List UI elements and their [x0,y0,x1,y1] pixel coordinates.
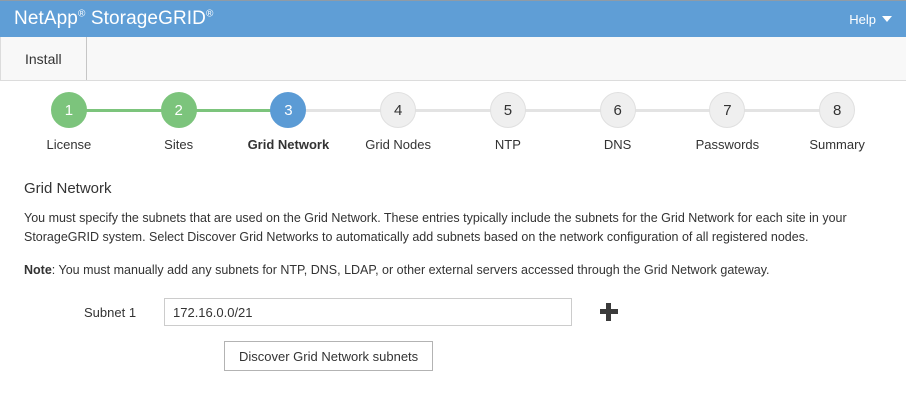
brand-product: StorageGRID [85,8,206,29]
step-connector-left [233,109,289,112]
brand-netapp: NetApp [14,8,78,29]
step-summary[interactable]: 8 Summary [782,92,892,152]
step-connector-left [453,109,508,112]
step-grid-network-label: Grid Network [247,137,330,152]
help-menu[interactable]: Help [849,12,906,27]
step-connector-right [398,109,453,112]
step-connector-right [178,109,234,112]
brand-netapp-registered: ® [77,8,86,20]
chevron-down-icon [882,16,892,22]
step-ntp[interactable]: 5 NTP [453,92,563,152]
step-connector-left [782,109,838,112]
tab-bar: Install [0,37,906,81]
step-sites-label: Sites [164,137,194,152]
step-grid-nodes-label: Grid Nodes [365,137,431,152]
step-connector-right [617,109,673,112]
page-title: Grid Network [24,180,112,197]
step-ntp-label: NTP [494,137,521,152]
step-dns-number: 6 [599,92,636,128]
help-label: Help [849,11,876,27]
step-connector-right [727,109,783,112]
discover-row: Discover Grid Network subnets [24,341,882,371]
step-passwords[interactable]: 7 Passwords [672,92,783,152]
step-passwords-number: 7 [709,92,746,128]
step-connector-left [343,109,399,112]
step-passwords-label: Passwords [695,137,760,152]
main-content: Grid Network You must specify the subnet… [0,180,906,371]
step-connector-left [562,109,618,112]
step-grid-network[interactable]: 3 Grid Network [233,92,344,152]
step-summary-label: Summary [809,137,865,152]
step-connector-right [288,109,344,112]
step-summary-number: 8 [819,92,856,128]
step-connector-left [672,109,728,112]
subnet-row: Subnet 1 [24,298,882,326]
step-connector-right [68,109,124,112]
wizard-stepper: 1 License 2 Sites 3 Grid Network 4 Grid … [0,92,906,164]
note-paragraph: Note: You must manually add any subnets … [24,261,882,280]
note-text: : You must manually add any subnets for … [51,263,770,277]
step-sites[interactable]: 2 Sites [123,92,234,152]
step-grid-nodes[interactable]: 4 Grid Nodes [343,92,453,152]
brand-logo: NetApp® StorageGRID® [0,8,213,30]
tab-install[interactable]: Install [0,37,87,80]
discover-grid-network-subnets-button[interactable]: Discover Grid Network subnets [224,341,434,371]
step-grid-network-number: 3 [270,92,307,128]
app-header: NetApp® StorageGRID® Help [0,0,906,37]
step-ntp-number: 5 [489,92,526,128]
subnet-1-input[interactable] [164,298,572,326]
step-dns-label: DNS [603,137,632,152]
step-connector-left [123,109,179,112]
step-license-label: License [46,137,92,152]
subnet-1-label: Subnet 1 [84,304,137,320]
step-dns[interactable]: 6 DNS [562,92,673,152]
brand-product-registered: ® [205,8,214,20]
plus-icon[interactable] [600,303,618,321]
step-sites-number: 2 [160,92,197,128]
note-label: Note [24,263,52,277]
step-grid-nodes-number: 4 [380,92,417,128]
description-text: You must specify the subnets that are us… [24,211,847,244]
step-connector-right [507,109,563,112]
step-license[interactable]: 1 License [14,92,124,152]
step-license-number: 1 [50,92,87,128]
